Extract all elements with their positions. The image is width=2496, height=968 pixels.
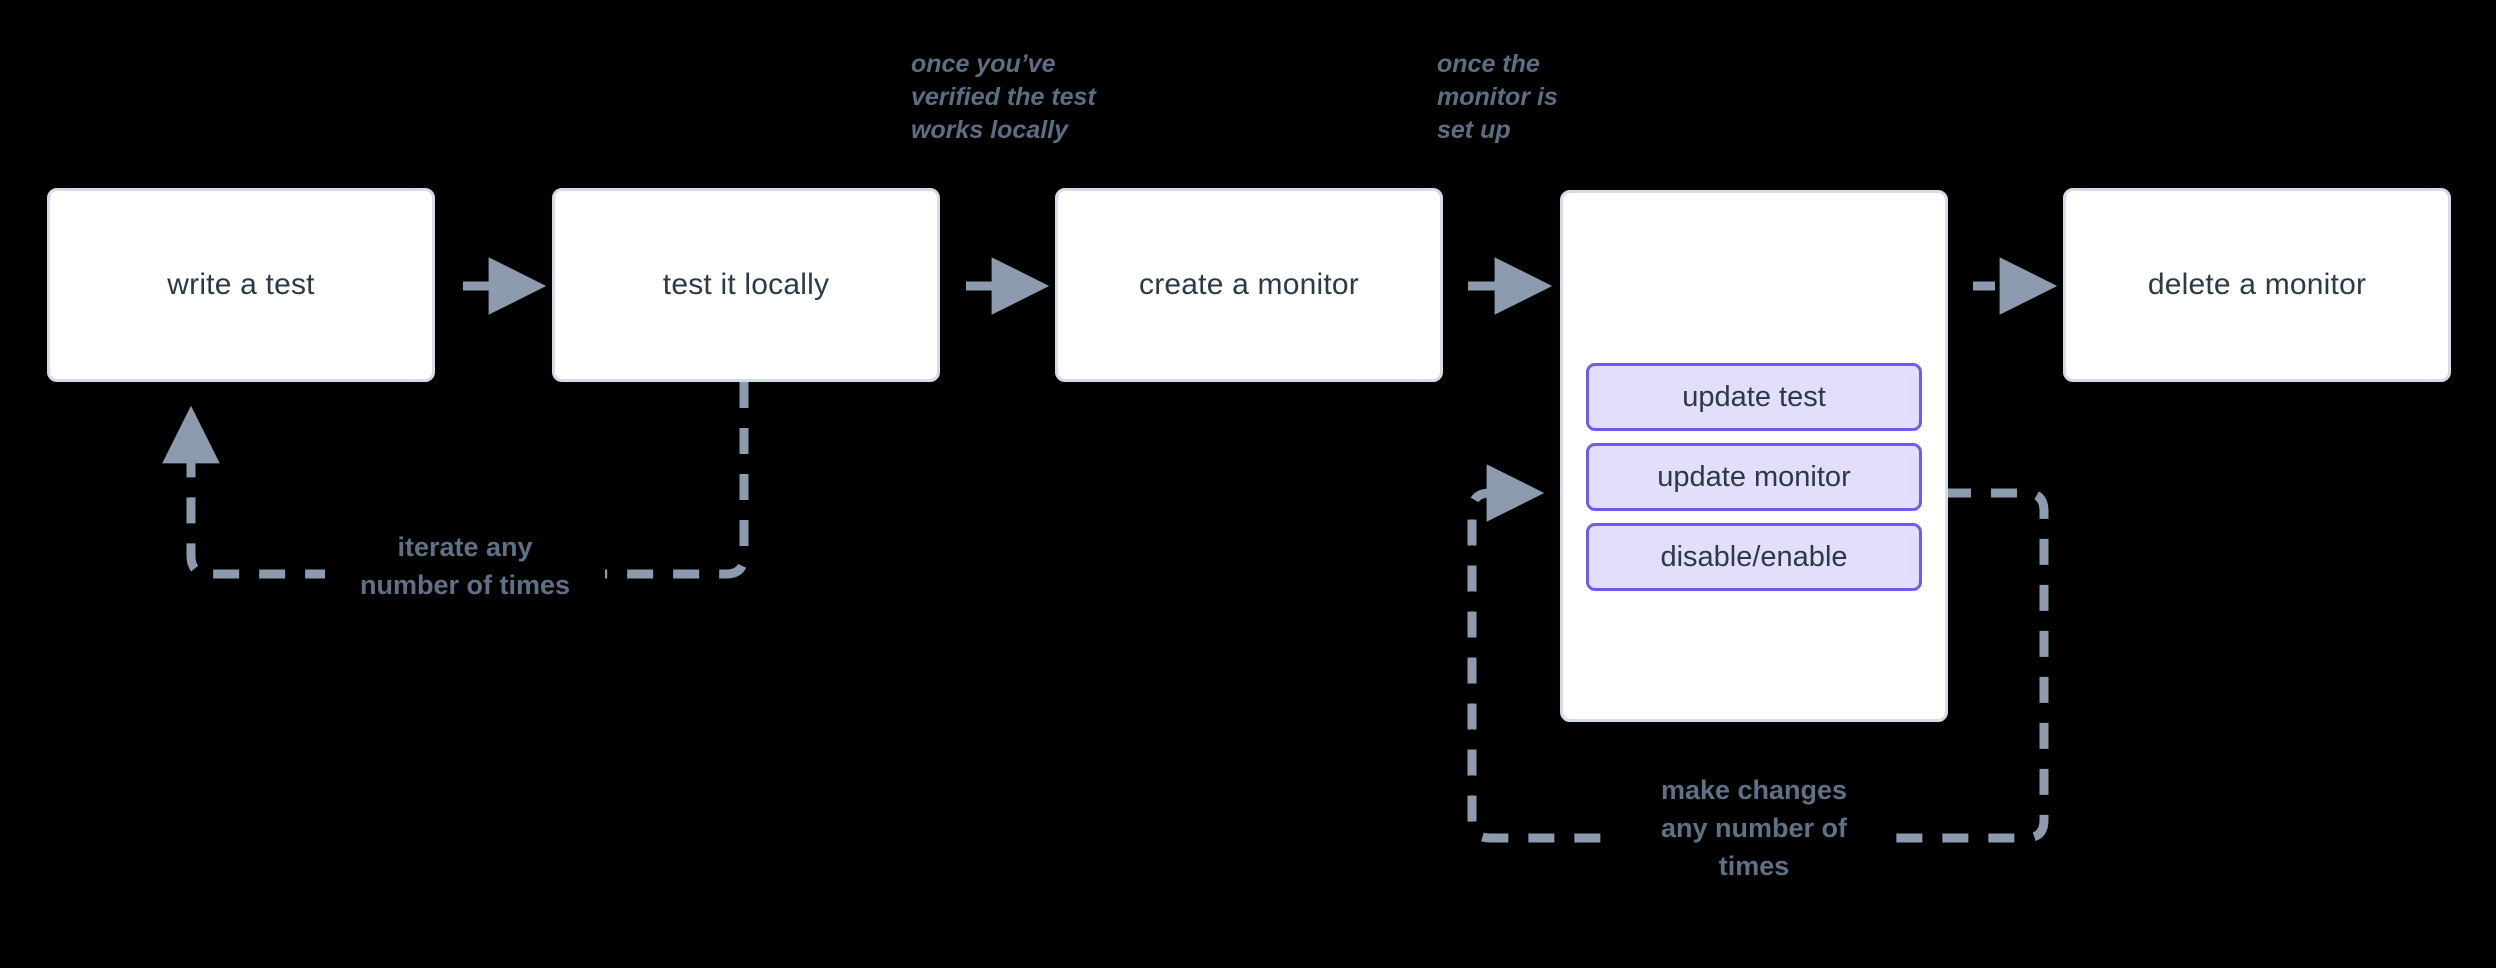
annotation-once-monitor-set-up: once the monitor is set up — [1437, 50, 1558, 144]
chip-label-update-monitor: update monitor — [1657, 461, 1851, 493]
chip-label-disable-enable: disable/enable — [1660, 541, 1848, 573]
chip-update-monitor[interactable]: update monitor — [1586, 443, 1922, 511]
annotation-iterate-any-number-of-times: iterate any number of times — [325, 528, 605, 604]
chip-disable-enable[interactable]: disable/enable — [1586, 523, 1922, 591]
edge-changes-loop — [1467, 464, 2049, 843]
node-test-it-locally[interactable]: test it locally — [552, 188, 940, 382]
chip-list: update test update monitor disable/enabl… — [1586, 363, 1922, 591]
annotation-make-changes-any-number-of-times: make changes any number of times — [1614, 771, 1894, 885]
node-create-a-monitor[interactable]: create a monitor — [1055, 188, 1443, 382]
node-label-test-it-locally: test it locally — [662, 268, 830, 301]
node-label-create-a-monitor: create a monitor — [1139, 268, 1359, 301]
node-delete-a-monitor[interactable]: delete a monitor — [2063, 188, 2451, 382]
chip-label-update-test: update test — [1682, 381, 1826, 413]
node-write-a-test[interactable]: write a test — [47, 188, 435, 382]
chip-update-test[interactable]: update test — [1586, 363, 1922, 431]
node-label-delete-a-monitor: delete a monitor — [2147, 268, 2367, 301]
node-label-write-a-test: write a test — [167, 268, 315, 301]
node-manage-a-monitor[interactable]: manage a monitor update test update moni… — [1560, 190, 1948, 722]
annotation-once-verified-locally: once you’ve verified the test works loca… — [911, 50, 1096, 144]
